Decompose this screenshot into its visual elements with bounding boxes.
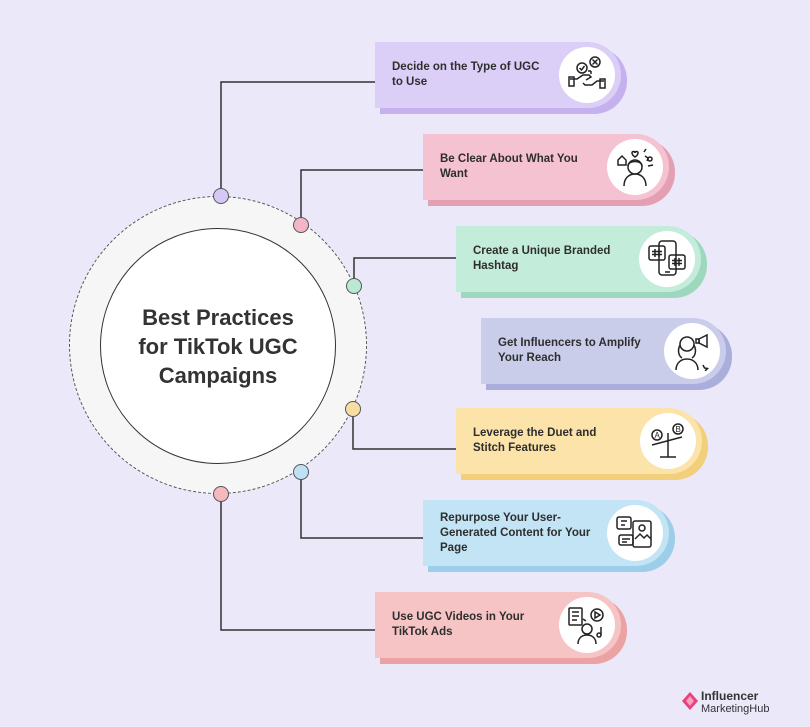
connector-line — [300, 169, 423, 225]
influencer-megaphone-icon — [664, 323, 720, 379]
content-panels-icon — [607, 505, 663, 561]
center-title: Best Practices for TikTok UGC Campaigns — [138, 304, 298, 388]
practice-label: Leverage the Duet and Stitch Features — [473, 427, 597, 454]
practice-card: Be Clear About What You Want — [423, 134, 675, 206]
connector-dot — [346, 278, 362, 294]
logo-mark-icon — [682, 692, 698, 710]
card-face: Use UGC Videos in Your TikTok Ads — [375, 592, 621, 658]
logo-text-line1: Influencer — [701, 689, 759, 703]
practice-label: Use UGC Videos in Your TikTok Ads — [392, 611, 525, 638]
card-face: Get Influencers to Amplify Your Reach — [481, 318, 726, 384]
connector-dot — [293, 464, 309, 480]
influencer-marketing-hub-logo: Influencer MarketingHub — [682, 688, 792, 718]
practice-label: Decide on the Type of UGC to Use — [392, 61, 540, 88]
connector-line — [220, 81, 375, 196]
svg-text:A: A — [655, 431, 661, 440]
center-circle: Best Practices for TikTok UGC Campaigns — [100, 228, 336, 464]
card-face: Repurpose Your User-Generated Content fo… — [423, 500, 669, 566]
video-creator-icon — [559, 597, 615, 653]
connector-dot — [293, 217, 309, 233]
card-face: Be Clear About What You Want — [423, 134, 669, 200]
practice-label: Create a Unique Branded Hashtag — [473, 245, 611, 272]
practice-card: Create a Unique Branded Hashtag — [456, 226, 707, 298]
logo-text-line2: MarketingHub — [701, 703, 770, 715]
person-thinking-icon — [607, 139, 663, 195]
card-face: Decide on the Type of UGC to Use — [375, 42, 621, 108]
practice-label: Get Influencers to Amplify Your Reach — [498, 337, 641, 364]
practice-card: Repurpose Your User-Generated Content fo… — [423, 500, 675, 572]
connector-dot — [213, 486, 229, 502]
handshake-choice-icon — [559, 47, 615, 103]
connector-line — [220, 494, 375, 631]
practice-label: Be Clear About What You Want — [440, 153, 578, 180]
card-face: Create a Unique Branded Hashtag — [456, 226, 701, 292]
connector-dot — [213, 188, 229, 204]
connector-dot — [345, 401, 361, 417]
connector-line — [352, 409, 456, 450]
practice-label: Repurpose Your User-Generated Content fo… — [440, 511, 591, 554]
hashtag-phone-icon — [639, 231, 695, 287]
connector-line — [300, 472, 423, 539]
svg-text:B: B — [676, 425, 681, 434]
practice-card: Decide on the Type of UGC to Use — [375, 42, 627, 114]
practice-card: Get Influencers to Amplify Your Reach — [481, 318, 732, 390]
connector-line — [353, 257, 456, 286]
practice-card: Use UGC Videos in Your TikTok Ads — [375, 592, 627, 664]
